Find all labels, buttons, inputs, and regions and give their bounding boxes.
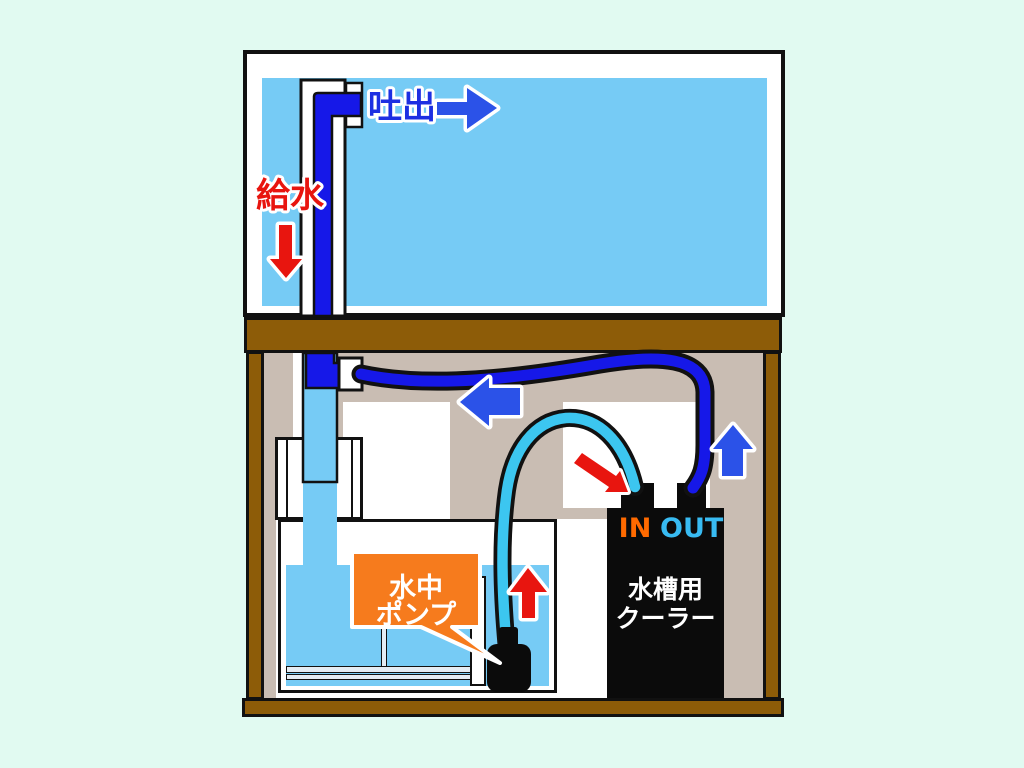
stand-left-wall: [246, 351, 264, 700]
cooler-in-label: IN: [618, 513, 652, 544]
cooler-out-label: OUT: [660, 513, 724, 544]
stand-bottom-board: [242, 698, 784, 717]
tank-water: [262, 78, 767, 306]
stand-top-board: [244, 317, 782, 353]
stand-right-wall: [763, 351, 781, 700]
cooler-in-port: [621, 483, 654, 510]
sump-pump-chamber-divider: [470, 576, 486, 686]
sleeve-inner-wall-right: [351, 440, 353, 517]
sump-shelf-top: [286, 666, 478, 673]
sleeve-inner-wall-left: [286, 440, 288, 517]
cooler-name-line2: クーラー: [615, 604, 716, 633]
sump-baffle: [381, 565, 387, 669]
overflow-pipe-sleeve: [275, 437, 363, 520]
cooler-out-port: [677, 483, 706, 510]
cooler-name-line1: 水槽用: [627, 575, 703, 604]
sump-shelf-bottom: [286, 674, 478, 680]
